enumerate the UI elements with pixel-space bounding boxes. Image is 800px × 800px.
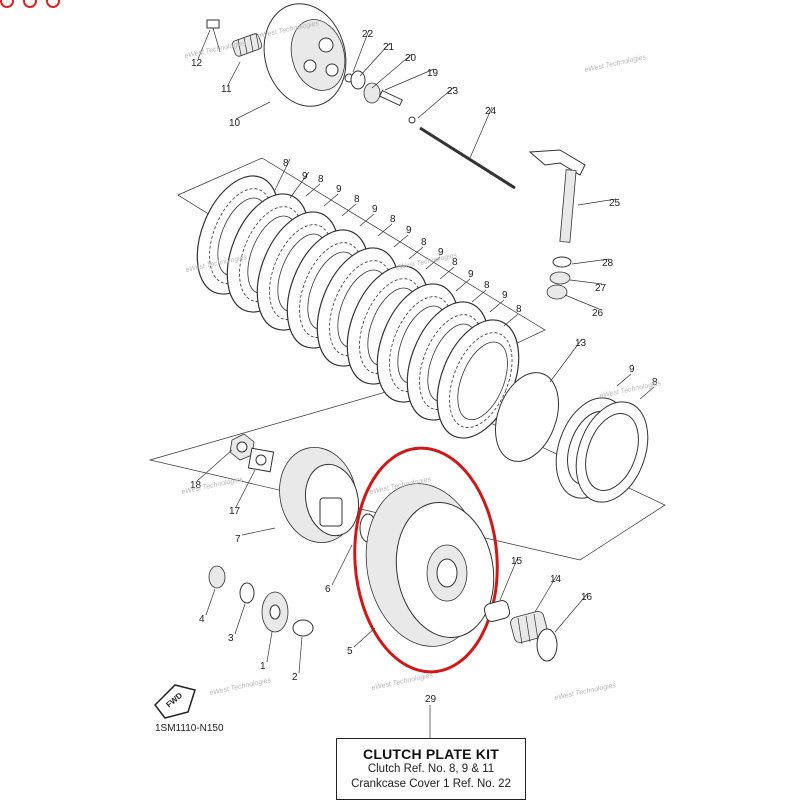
part-8-9-plate-stack (196, 175, 520, 439)
callout-8: 8 (484, 280, 490, 291)
part-13-o-ring (495, 372, 559, 462)
callout-5: 5 (347, 646, 353, 657)
callout-11: 11 (221, 84, 232, 95)
part-14-needle-bearing (510, 610, 548, 645)
callout-29: 29 (425, 694, 437, 705)
part-19-23-small-parts (344, 70, 416, 124)
callout-13: 13 (575, 338, 587, 349)
callout-layer: 1234567891011121314151617181920212223242… (190, 29, 658, 705)
part-7-clutch-boss (279, 446, 360, 544)
callout-9: 9 (438, 247, 444, 258)
stack-plate (436, 319, 520, 439)
part-8-steel-plate-separate (575, 401, 649, 503)
part-26-28-seals (546, 256, 572, 300)
callout-25: 25 (609, 198, 621, 209)
callout-15: 15 (511, 556, 523, 567)
callout-17: 17 (229, 506, 241, 517)
callout-20: 20 (405, 53, 417, 64)
diagram-reference-code: 1SM1110-N150 (155, 723, 224, 734)
callout-9: 9 (302, 171, 308, 182)
callout-8: 8 (390, 214, 396, 225)
callout-8: 8 (452, 257, 458, 268)
callout-18: 18 (190, 480, 202, 491)
clutch-plate-kit-box: CLUTCH PLATE KIT Clutch Ref. No. 8, 9 & … (336, 738, 526, 800)
callout-9: 9 (406, 225, 412, 236)
watermark-text: eWest Technologies (371, 672, 434, 692)
callout-1: 1 (260, 661, 266, 672)
callout-27: 27 (595, 283, 607, 294)
callout-9: 9 (629, 364, 635, 375)
callout-3: 3 (228, 633, 234, 644)
callout-8: 8 (283, 158, 289, 169)
callout-23: 23 (447, 86, 459, 97)
callout-24: 24 (485, 106, 497, 117)
kit-title: CLUTCH PLATE KIT (363, 746, 499, 762)
part-24-push-rod (419, 126, 516, 190)
part-11-spring (231, 32, 263, 57)
part-17-lock-washer (247, 447, 275, 473)
callout-8: 8 (421, 237, 427, 248)
callout-7: 7 (235, 534, 241, 545)
part-1-gear (261, 591, 289, 633)
toolbar (0, 0, 69, 8)
watermark-text: eWest Technologies (584, 54, 647, 74)
callout-19: 19 (427, 68, 439, 79)
part-12-bolt (206, 19, 221, 53)
callout-9: 9 (336, 184, 342, 195)
callout-9: 9 (468, 269, 474, 280)
callout-10: 10 (229, 118, 241, 129)
zoom-out-icon[interactable] (46, 0, 60, 8)
callout-2: 2 (292, 672, 298, 683)
kit-line-1: Clutch Ref. No. 8, 9 & 11 (367, 763, 495, 775)
callout-12: 12 (191, 58, 203, 69)
callout-9: 9 (372, 204, 378, 215)
part-25-lever-shaft (528, 149, 586, 243)
callout-8: 8 (354, 194, 360, 205)
watermark-text: eWest Technologies (599, 380, 662, 400)
callout-8: 8 (652, 377, 658, 388)
callout-4: 4 (199, 614, 205, 625)
callout-6: 6 (325, 584, 331, 595)
callout-26: 26 (592, 308, 604, 319)
part-3-washer (239, 582, 255, 604)
callout-9: 9 (502, 290, 508, 301)
callout-14: 14 (550, 574, 562, 585)
rotate-icon[interactable] (0, 0, 14, 8)
highlight-circle (353, 446, 499, 674)
callout-16: 16 (581, 592, 593, 603)
fwd-arrow-icon: FWD (154, 684, 196, 719)
watermark-text: eWest Technologies (209, 677, 272, 697)
part-2-bushing (292, 619, 314, 637)
kit-line-2: Crankcase Cover 1 Ref. No. 22 (351, 778, 511, 790)
part-5-clutch-housing (365, 483, 495, 647)
part-4-nut (208, 565, 226, 589)
callout-8: 8 (318, 174, 324, 185)
callout-22: 22 (362, 29, 374, 40)
callout-21: 21 (383, 42, 395, 53)
callout-8: 8 (516, 304, 522, 315)
part-15-bushing (483, 600, 511, 622)
watermark-text: eWest Technologies (554, 682, 617, 702)
zoom-in-icon[interactable] (23, 0, 37, 8)
part-16-washer (536, 628, 558, 662)
callout-28: 28 (602, 258, 614, 269)
part-10-pressure-plate (263, 3, 347, 107)
